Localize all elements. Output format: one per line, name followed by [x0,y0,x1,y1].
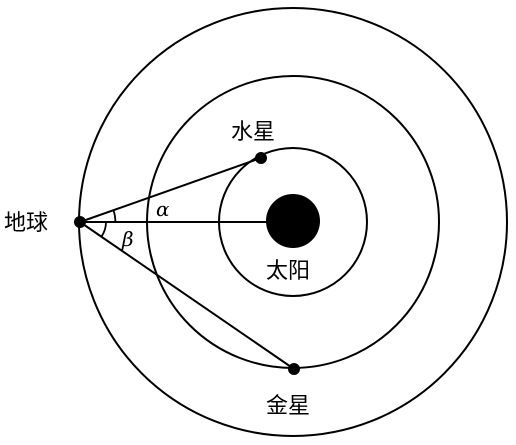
venus-label: 金星 [266,394,310,419]
earth-dot [74,216,86,228]
earth-label: 地球 [4,211,48,236]
beta-label: β [121,227,134,251]
alpha-label: α [156,197,170,221]
alpha-angle-arc [112,209,117,223]
earth-mercury-line [79,157,262,223]
venus-dot [288,363,300,375]
beta-angle-arc [100,221,107,238]
mercury-dot [255,152,267,164]
sun-label: 太阳 [266,259,310,284]
mercury-label: 水星 [231,120,275,145]
earth-venus-line [79,221,295,370]
